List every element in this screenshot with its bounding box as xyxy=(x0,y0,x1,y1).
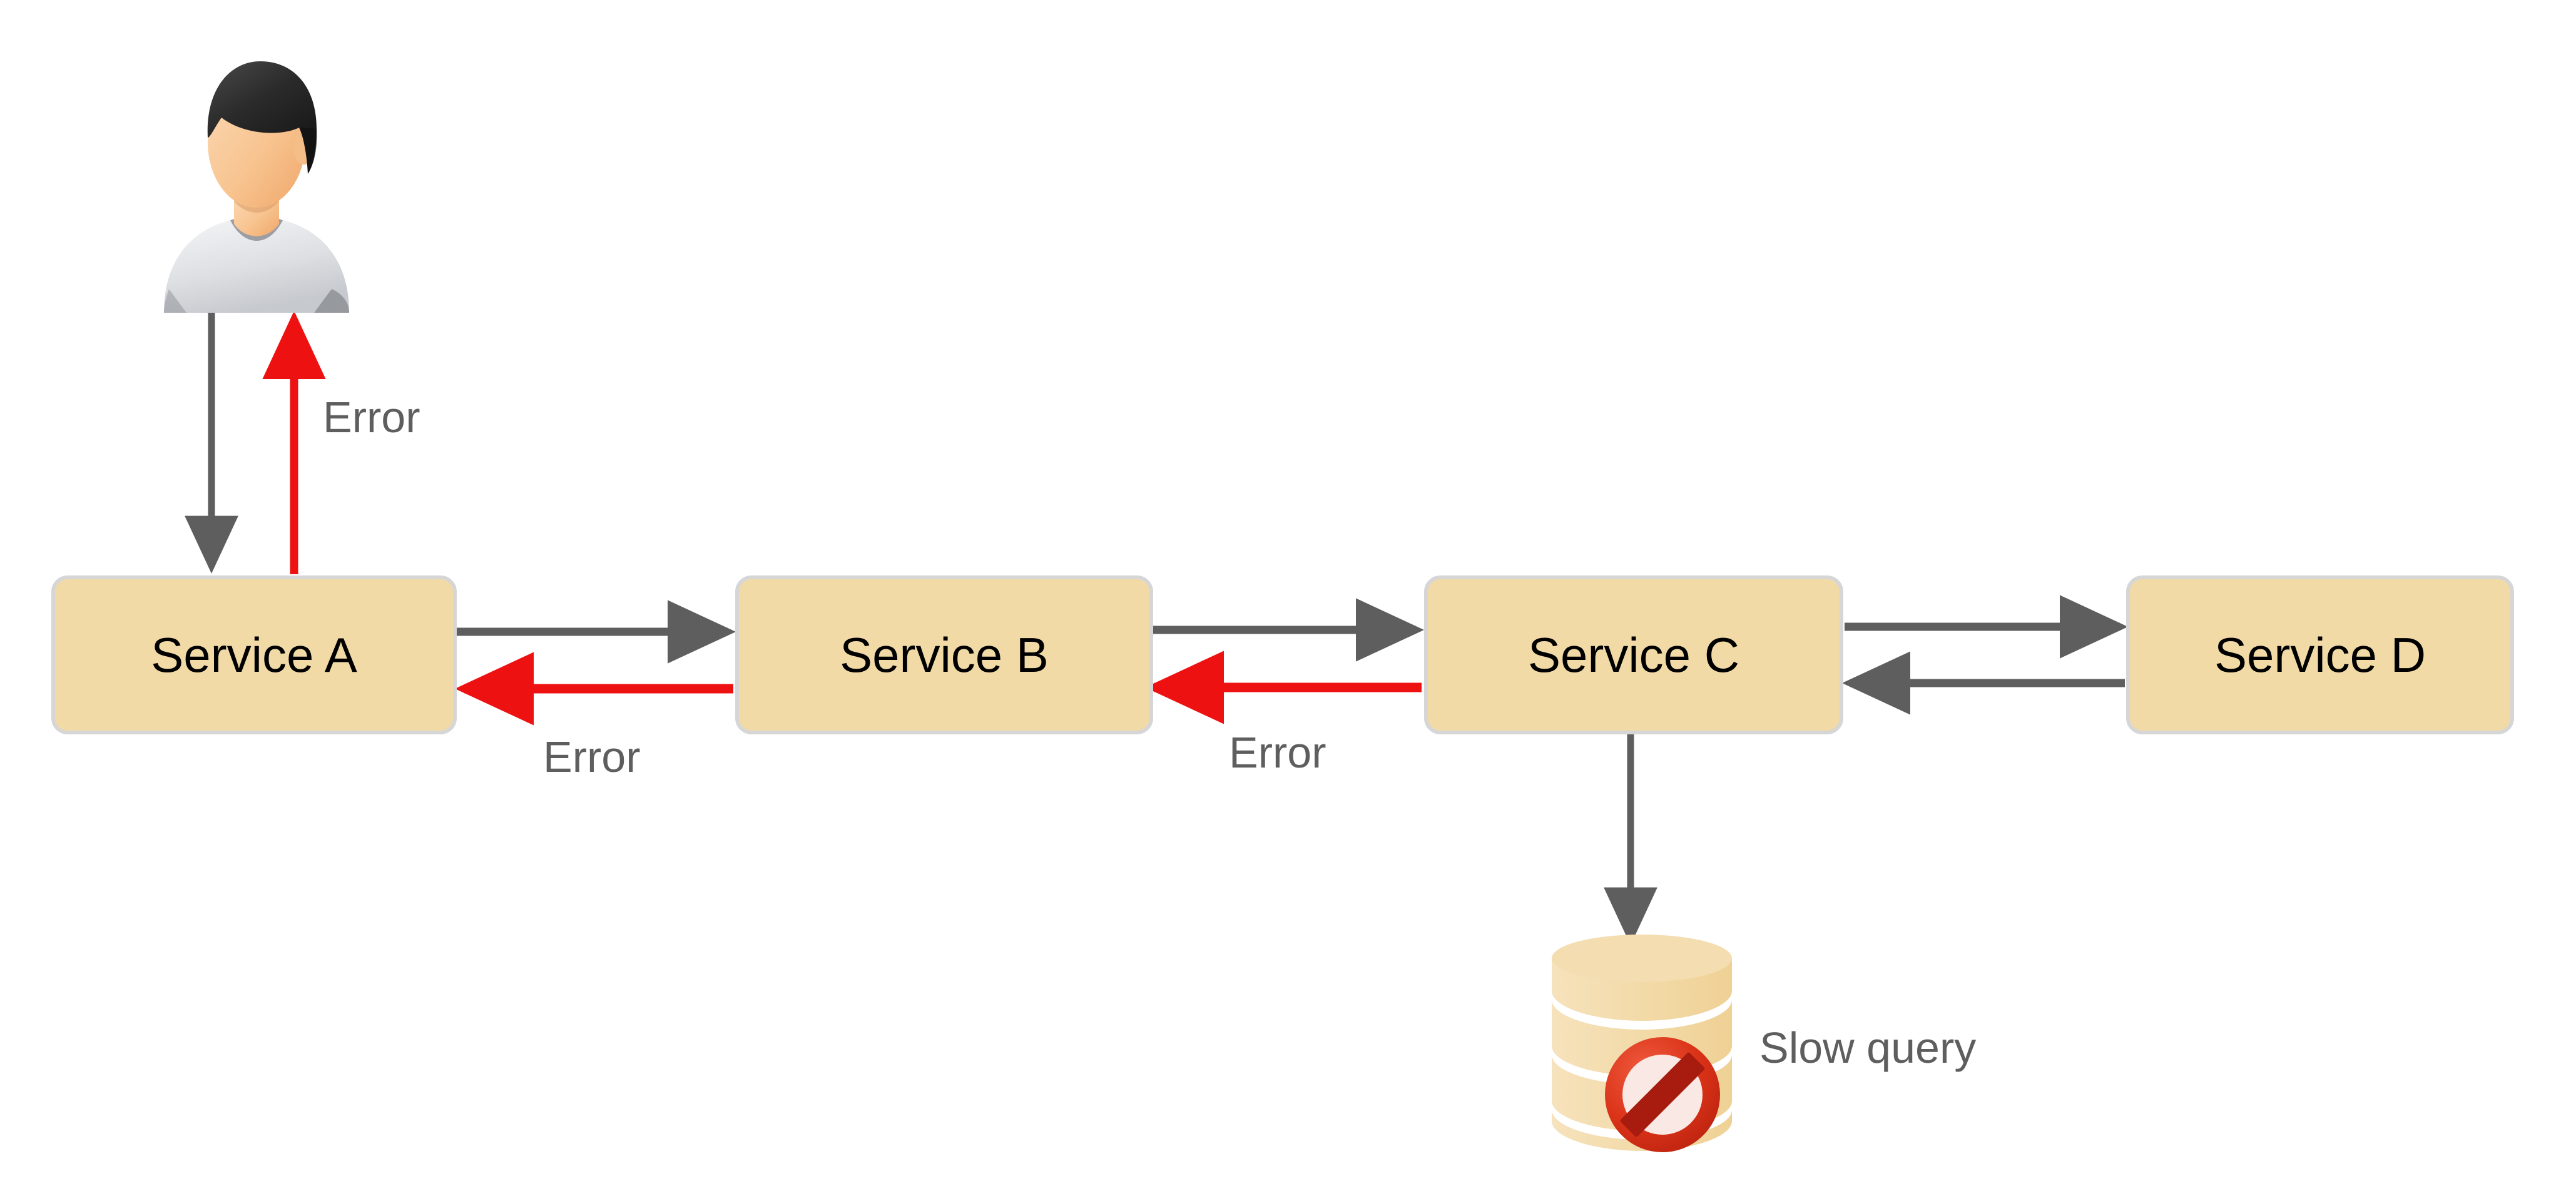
node-service-c-label: Service C xyxy=(1527,627,1740,682)
node-service-a-label: Service A xyxy=(151,627,357,682)
edge-label-error-b-c: Error xyxy=(1229,728,1326,777)
node-service-d[interactable]: Service D xyxy=(2126,575,2514,734)
database-cylinder-icon xyxy=(1547,933,1797,1183)
edge-label-error-a-b: Error xyxy=(543,732,641,781)
node-service-c[interactable]: Service C xyxy=(1424,575,1843,734)
node-service-a[interactable]: Service A xyxy=(51,575,457,734)
edge-label-slow-query: Slow query xyxy=(1759,1023,1977,1072)
prohibition-no-entry-icon xyxy=(1605,1037,1720,1152)
node-service-b-label: Service B xyxy=(840,627,1049,682)
node-service-b[interactable]: Service B xyxy=(735,575,1153,734)
user-person-icon xyxy=(150,44,363,319)
edge-label-error-actor: Error xyxy=(323,393,420,442)
node-service-d-label: Service D xyxy=(2214,627,2426,682)
